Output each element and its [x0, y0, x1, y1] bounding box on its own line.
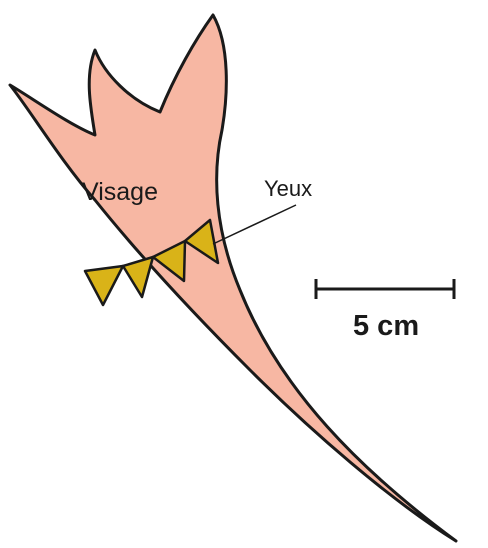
eyes-label: Yeux: [264, 176, 312, 201]
eye-2: [123, 257, 153, 297]
face-label: Visage: [82, 178, 158, 206]
eyes-leader-line: [213, 205, 296, 244]
organism-body: [10, 15, 456, 541]
eye-1: [85, 266, 123, 305]
scale-bar: 5 cm: [316, 279, 454, 342]
scale-bar-label: 5 cm: [353, 310, 419, 342]
